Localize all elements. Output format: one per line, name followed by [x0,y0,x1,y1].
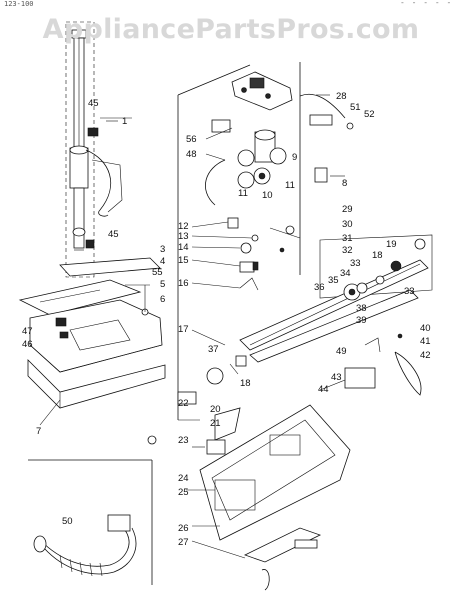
label-35: 35 [328,275,339,286]
label-28: 28 [336,91,347,102]
label-3: 3 [160,244,165,255]
label-44: 44 [318,384,329,395]
label-5: 5 [160,279,165,290]
leader-lines [39,94,330,559]
label-16: 16 [178,278,189,289]
label-25: 25 [178,487,189,498]
switch-bracket [231,71,354,130]
label-34: 34 [340,268,351,279]
brushroll-assembly [206,234,433,385]
label-7: 7 [36,426,41,437]
label-12: 12 [178,221,189,232]
label-45a: 45 [88,98,99,109]
label-19: 19 [386,239,397,250]
label-36: 36 [314,282,325,293]
label-11b: 11 [285,180,295,191]
label-23: 23 [178,435,189,446]
watermark: AppliancePartsPros.com [42,14,420,45]
label-18b: 18 [240,378,251,389]
label-33b: 33 [404,286,415,297]
hood-assembly [18,257,166,409]
corner-code: 123-100 [4,0,34,8]
label-31: 31 [342,233,353,244]
label-32: 32 [342,245,353,256]
label-26: 26 [178,523,189,534]
label-39: 39 [356,315,367,326]
label-55: 55 [152,267,163,278]
label-18a: 18 [372,250,383,261]
label-24: 24 [178,473,189,484]
label-4: 4 [160,256,165,267]
label-51: 51 [350,102,361,113]
label-37: 37 [208,344,219,355]
label-30: 30 [342,219,353,230]
small-parts-upper [227,217,301,291]
part-labels: 1 45 45 3 4 55 5 6 47 46 7 28 51 52 56 4… [22,91,431,548]
label-10: 10 [262,190,273,201]
base-pan [147,391,351,591]
label-29: 29 [342,204,353,215]
label-41: 41 [420,336,431,347]
label-13: 13 [178,231,189,242]
label-49: 49 [336,346,347,357]
label-20: 20 [210,404,221,415]
belt-motor [319,333,422,396]
frame-lines [177,62,301,421]
label-47: 47 [22,326,33,337]
label-43: 43 [331,372,342,383]
label-33a: 33 [350,258,361,269]
label-38: 38 [356,303,367,314]
label-21: 21 [210,418,221,429]
label-14: 14 [178,242,189,253]
label-11a: 11 [238,188,248,199]
label-1: 1 [122,116,127,127]
label-17: 17 [178,324,189,335]
label-9: 9 [292,152,297,163]
label-56: 56 [186,134,197,145]
hose-inset [28,459,153,585]
label-22: 22 [178,398,189,409]
label-8: 8 [342,178,347,189]
label-27: 27 [178,537,189,548]
label-45b: 45 [108,229,119,240]
label-15: 15 [178,255,189,266]
corner-dash: - - - - - [400,0,453,7]
handle-assembly [65,21,132,278]
label-50: 50 [62,516,73,527]
label-42: 42 [420,350,431,361]
label-40: 40 [420,323,431,334]
label-52: 52 [364,109,375,120]
label-46: 46 [22,339,33,350]
motor-brush-assembly [205,119,345,206]
label-48: 48 [186,149,197,160]
label-6: 6 [160,294,165,305]
